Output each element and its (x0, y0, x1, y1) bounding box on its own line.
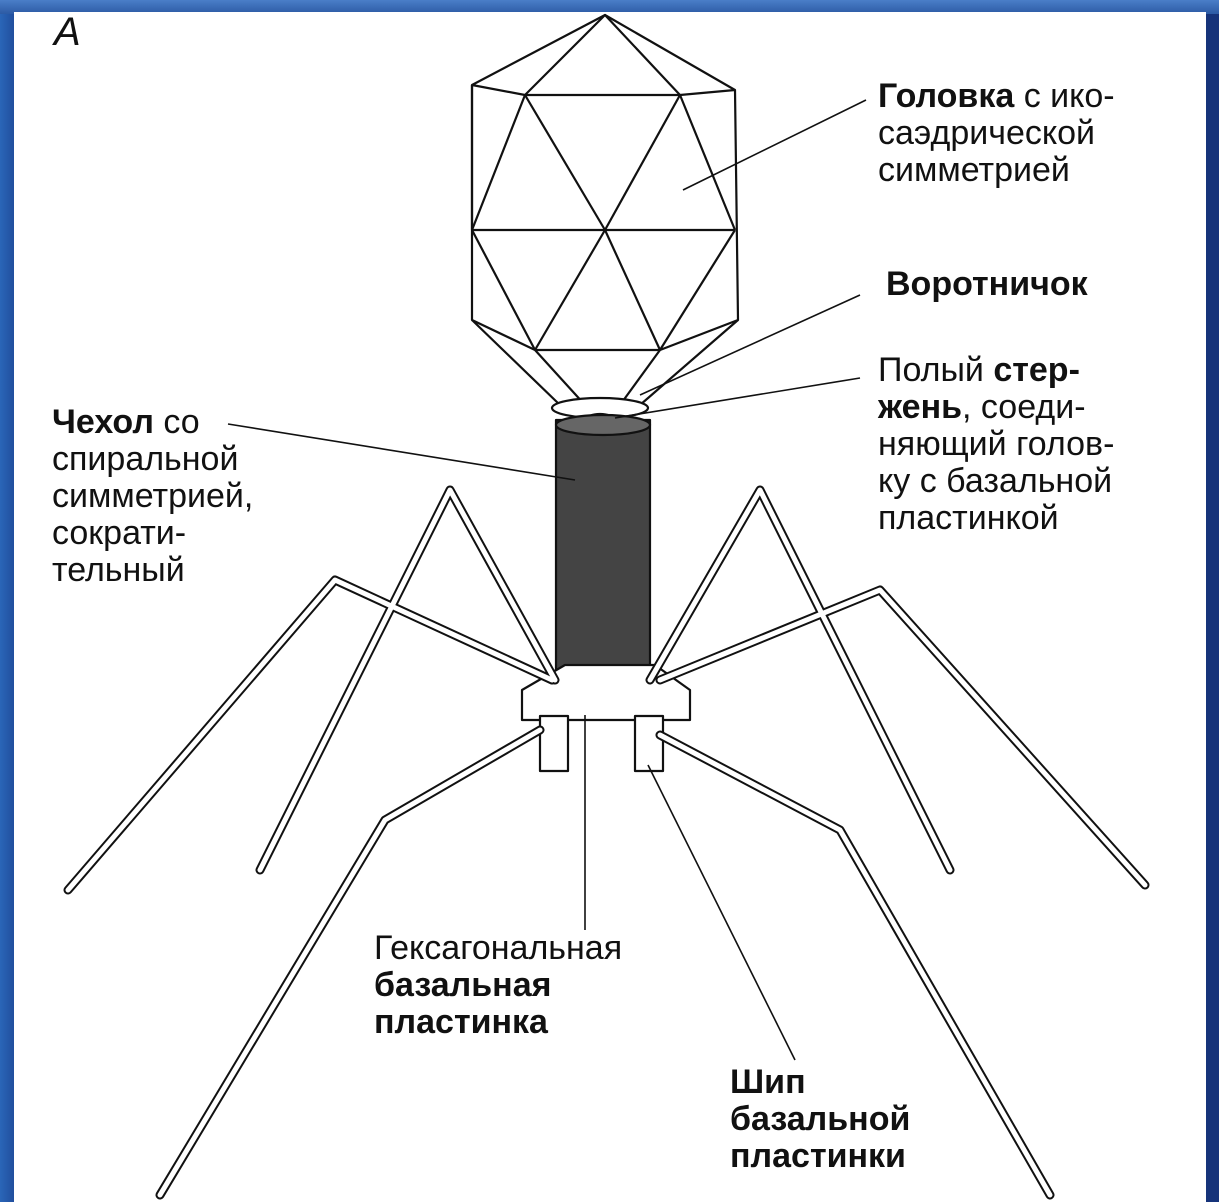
label-baseplate: Гексагональная базальная пластинка (374, 930, 622, 1041)
label-head-line3: симметрией (878, 151, 1070, 189)
label-core-line2-bold: жень (878, 388, 962, 426)
label-baseplate-line1: Гексагональная (374, 929, 622, 967)
label-spike-line3: пластинки (730, 1137, 906, 1175)
label-core-line2: , соеди- (962, 388, 1086, 426)
label-spike: Шип базальной пластинки (730, 1064, 910, 1175)
label-collar: Воротничок (886, 266, 1088, 303)
label-sheath-line1: со (154, 403, 200, 441)
label-sheath-line5: тельный (52, 551, 185, 589)
label-core-line1: Полый (878, 351, 993, 389)
label-core-line4: ку с базальной (878, 462, 1112, 500)
panel-mark: А (54, 12, 81, 52)
label-core-line5: пластинкой (878, 499, 1059, 537)
label-sheath: Чехол со спиральной симметрией, сократи-… (52, 404, 253, 589)
label-core-line3: няющий голов- (878, 425, 1114, 463)
label-baseplate-line2: базальная (374, 966, 551, 1004)
label-baseplate-line3: пластинка (374, 1003, 548, 1041)
label-core-line1-bold: стер- (993, 351, 1080, 389)
label-spike-line2: базальной (730, 1100, 910, 1138)
label-sheath-line3: симметрией, (52, 477, 253, 515)
label-sheath-line2: спиральной (52, 440, 238, 478)
label-head-bold: Головка (878, 77, 1014, 115)
label-head: Головка с ико- саэдрической симметрией (878, 78, 1115, 189)
label-collar-bold: Воротничок (886, 265, 1088, 303)
label-core: Полый стер- жень, соеди- няющий голов- к… (878, 352, 1114, 537)
label-spike-line1: Шип (730, 1063, 806, 1101)
phage-sheath (556, 415, 650, 700)
label-sheath-line4: сократи- (52, 514, 186, 552)
label-head-line2: саэдрической (878, 114, 1095, 152)
label-head-line1: с ико- (1014, 77, 1114, 115)
phage-head (472, 15, 738, 405)
label-sheath-bold: Чехол (52, 403, 154, 441)
diagram-panel: А Головка с ико- саэдрической симметрией… (14, 12, 1206, 1202)
